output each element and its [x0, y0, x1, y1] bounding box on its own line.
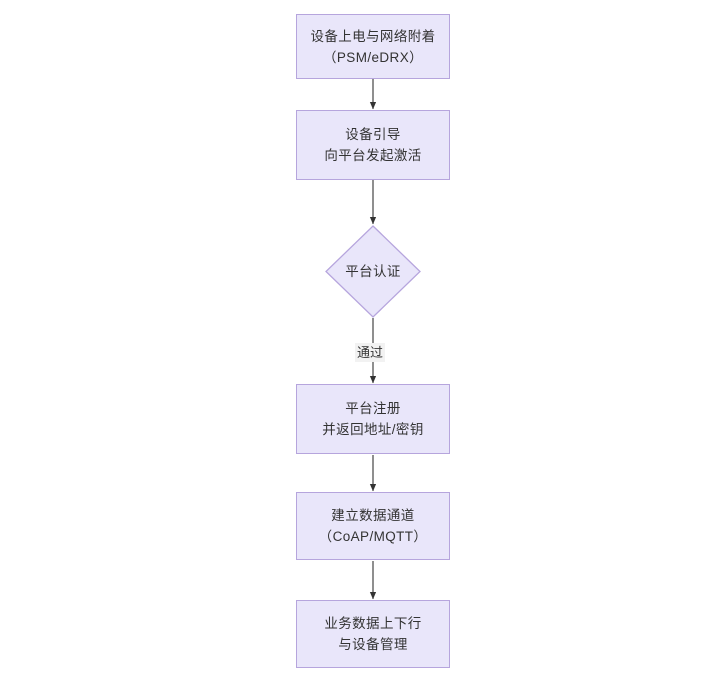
flow-node-label-line1: 平台注册 — [345, 401, 401, 416]
flow-node-device-power-on[interactable]: 设备上电与网络附着 （PSM/eDRX） — [296, 14, 450, 79]
flow-node-platform-register[interactable]: 平台注册 并返回地址/密钥 — [296, 384, 450, 454]
flow-node-label-line1: 设备上电与网络附着 — [310, 28, 436, 44]
flow-node-label-line2: （PSM/eDRX） — [322, 49, 424, 65]
flow-node-data-channel[interactable]: 建立数据通道 （CoAP/MQTT） — [296, 492, 450, 560]
flow-node-device-bootstrap[interactable]: 设备引导 向平台发起激活 — [296, 110, 450, 180]
flow-node-label-line1: 建立数据通道 — [331, 508, 415, 523]
flow-node-label-line2: （CoAP/MQTT） — [318, 529, 428, 544]
edge-label-text: 通过 — [357, 345, 384, 360]
flow-node-label-line2: 向平台发起激活 — [324, 148, 422, 163]
diamond-shape-icon — [325, 225, 421, 318]
flow-node-business-data[interactable]: 业务数据上下行 与设备管理 — [296, 600, 450, 668]
flow-node-label-line1: 业务数据上下行 — [324, 616, 422, 631]
flow-node-label-line2: 与设备管理 — [338, 637, 408, 652]
flow-node-label-line2: 并返回地址/密钥 — [322, 422, 424, 437]
flow-node-label-line1: 设备引导 — [345, 127, 401, 142]
flow-node-label-line1: 平台认证 — [345, 263, 401, 279]
edge-label-pass: 通过 — [355, 343, 386, 362]
flow-node-platform-auth[interactable]: 平台认证 — [325, 225, 421, 318]
